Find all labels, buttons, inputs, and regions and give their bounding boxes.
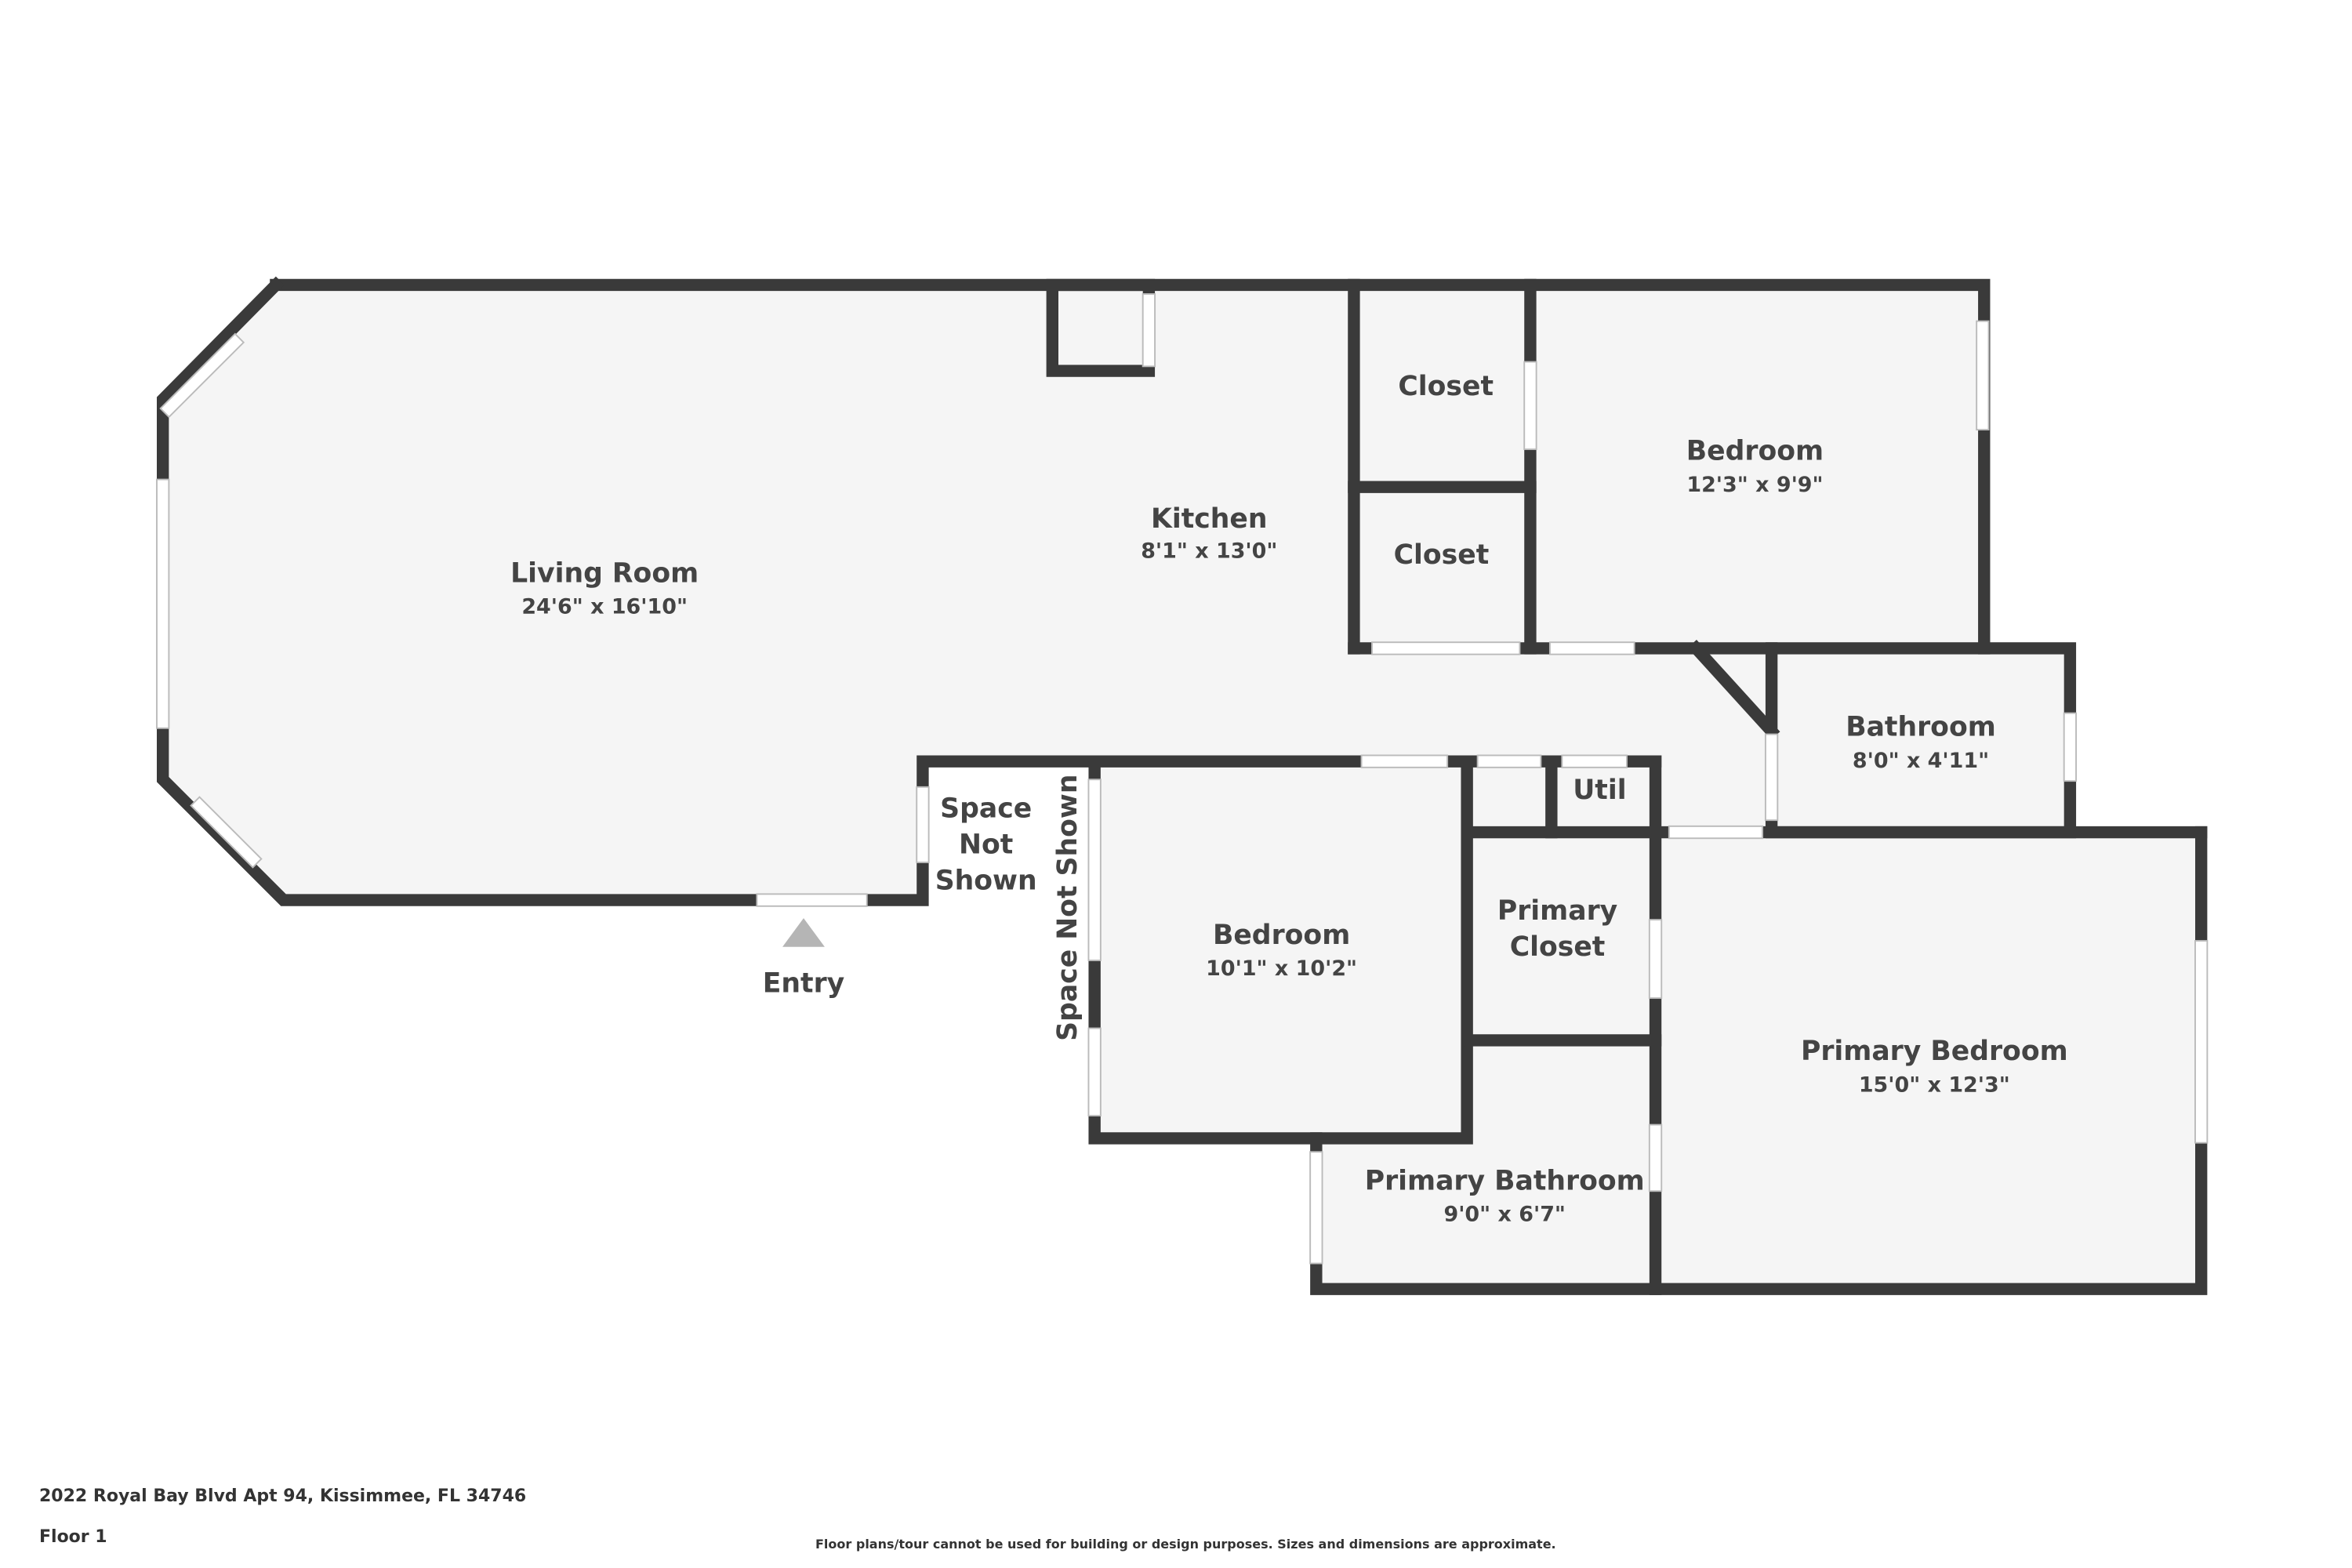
room-label-primary-closet: Primary [1497, 895, 1617, 927]
floor-fill [162, 285, 2201, 1290]
room-label-kitchen: Kitchen [1151, 503, 1268, 535]
door [916, 786, 930, 863]
room-dim-bedroom: 12'3" x 9'9" [1686, 473, 1823, 497]
window [1976, 320, 1990, 431]
entry-label: Entry [763, 967, 844, 999]
door [1668, 825, 1764, 840]
window [159, 332, 245, 419]
door [1648, 919, 1663, 1000]
window [1087, 1027, 1102, 1117]
room-dim-bedroom: 10'1" x 10'2" [1206, 956, 1357, 981]
room-label-space: Not [959, 829, 1013, 860]
window [190, 796, 263, 869]
door [1764, 733, 1779, 822]
address: 2022 Royal Bay Blvd Apt 94, Kissimmee, F… [39, 1486, 527, 1506]
room-label-primary-bedroom: Primary Bedroom [1801, 1036, 2068, 1067]
door [1561, 754, 1628, 768]
room-dim-primary-bedroom: 15'0" x 12'3" [1859, 1073, 2010, 1097]
door [1476, 754, 1542, 768]
room-label-util: Util [1573, 775, 1626, 806]
room-dim-bathroom: 8'0" x 4'11" [1853, 749, 1989, 773]
door [1523, 361, 1537, 451]
room-label-closet: Closet [1398, 371, 1494, 402]
door [2194, 940, 2209, 1144]
window [156, 478, 170, 729]
floor-label: Floor 1 [39, 1527, 107, 1547]
room-label-closet: Closet [1394, 539, 1490, 571]
window [1142, 293, 1156, 368]
room-dim-living: 24'6" x 16'10" [521, 595, 688, 619]
disclaimer: Floor plans/tour cannot be used for buil… [815, 1537, 1556, 1552]
door [1548, 641, 1635, 655]
window [1309, 1151, 1323, 1265]
room-label-primary-closet: Closet [1510, 931, 1606, 963]
openings [156, 293, 2209, 1265]
door [1371, 641, 1521, 655]
entry-door[interactable] [756, 893, 868, 907]
room-label-bathroom: Bathroom [1846, 711, 1996, 742]
door [1087, 779, 1102, 961]
room-label-bedroom: Bedroom [1213, 920, 1350, 951]
window [2063, 712, 2078, 782]
door [1360, 754, 1449, 768]
room-label-primary-bathroom: Primary Bathroom [1365, 1165, 1645, 1196]
room-label-bedroom: Bedroom [1686, 436, 1824, 467]
room-label-space-not-shown: Space Not Shown [1052, 774, 1083, 1040]
room-label-living: Living Room [510, 557, 699, 589]
door [1648, 1123, 1663, 1192]
room-label-space: Shown [935, 866, 1037, 897]
room-label-space: Space [940, 793, 1032, 824]
room-dim-primary-bathroom: 9'0" x 6'7" [1443, 1203, 1565, 1227]
entry-arrow-icon [782, 918, 825, 947]
room-dim-kitchen: 8'1" x 13'0" [1141, 539, 1277, 564]
